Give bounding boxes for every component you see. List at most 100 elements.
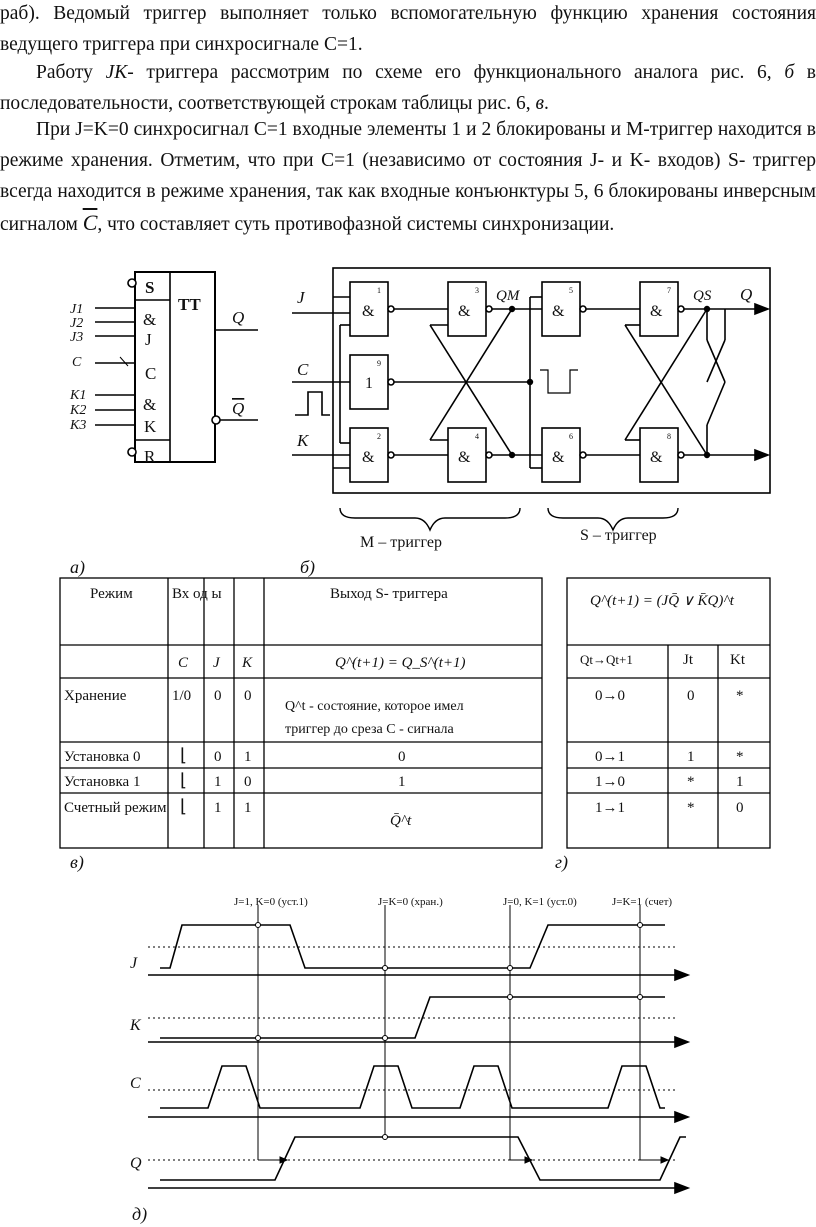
fig-b-caption: б) [300, 557, 315, 578]
fig-a-and2: & [143, 395, 156, 414]
tv-r2-out: 1 [398, 774, 406, 790]
tv-r2-j: 1 [214, 774, 222, 790]
td-ann-2: J=K=0 (хран.) [378, 896, 443, 908]
fig-a-j1: J1 [70, 302, 83, 317]
fig-b-gate8: & [650, 449, 663, 466]
tv-sub-c: C [178, 655, 189, 671]
table-g-caption: г) [555, 852, 568, 873]
tv-r1-k: 1 [244, 749, 252, 765]
fig-b-gate5: & [552, 303, 565, 320]
tv-r3-out: Q̄^t [390, 813, 412, 829]
tv-r0-mode: Хранение [64, 688, 127, 704]
fig-b-num3: 3 [475, 286, 479, 295]
tv-r0-c: 1/0 [172, 688, 191, 704]
fig-a-j: J [145, 330, 152, 349]
fig-d-caption: д) [132, 1204, 147, 1225]
fig-b-j: J [297, 288, 306, 307]
fig-a-k: K [144, 417, 157, 436]
tg-formula: Q^(t+1) = (JQ̄ ∨ K̄Q)^t [590, 593, 735, 609]
fig-b-gate1: & [362, 303, 375, 320]
tg-h-j: Jt [683, 652, 694, 668]
tg-r3-j: * [687, 800, 695, 816]
td-q: Q [130, 1155, 142, 1172]
fig-a-k2: K2 [69, 403, 86, 418]
tg-r2-j: * [687, 774, 695, 790]
tv-r0-out1: Q^t - состояние, которое имел [285, 699, 464, 714]
fig-b-brace-m-label: M – триггер [360, 534, 442, 551]
td-j: J [130, 955, 138, 972]
tv-r2-mode: Установка 1 [64, 774, 140, 790]
fig-b-gate2: & [362, 449, 375, 466]
paragraph-2: Работу JK- триггера рассмотрим по схеме … [0, 62, 816, 114]
tg-r0-t: 0→0 [595, 688, 625, 704]
fig-a-cin: C [72, 355, 82, 370]
tg-r0-k: * [736, 688, 744, 704]
td-k: K [129, 1017, 142, 1034]
fig-b-scheme [292, 267, 771, 532]
fig-b-q: Q [740, 285, 752, 304]
tg-r3-t: 1→1 [595, 800, 625, 816]
fig-a-j2: J2 [70, 316, 83, 331]
fig-a-k1: K1 [69, 388, 86, 403]
tv-r1-j: 0 [214, 749, 222, 765]
fig-b-gate4: & [458, 449, 471, 466]
tv-h-mode: Режим [90, 586, 133, 602]
tv-r2-c: ⌊ [180, 770, 187, 790]
table-v-caption: в) [70, 852, 84, 873]
tv-r0-out2: триггер до среза C - сигнала [285, 722, 455, 737]
fig-a-nq: Q [232, 399, 244, 418]
tg-r2-k: 1 [736, 774, 744, 790]
fig-b-num6: 6 [569, 432, 573, 441]
tv-r1-c: ⌊ [180, 745, 187, 765]
table-v [59, 577, 543, 849]
tg-r3-k: 0 [736, 800, 744, 816]
fig-b-num8: 8 [667, 432, 671, 441]
td-ann-1: J=1, K=0 (уст.1) [234, 896, 308, 908]
fig-b-k: K [296, 431, 310, 450]
fig-b-qm: QM [496, 288, 521, 304]
tv-h-inputs: Вх од ы [172, 586, 222, 602]
td-c: C [130, 1075, 141, 1092]
fig-b-num4: 4 [475, 432, 479, 441]
td-ann-3: J=0, K=1 (уст.0) [503, 896, 577, 908]
fig-a-k3: K3 [69, 418, 86, 433]
fig-b-gate9: 1 [365, 375, 373, 392]
tv-sub-j: J [213, 655, 221, 671]
fig-a-q: Q [232, 308, 244, 327]
fig-b-brace-s-label: S – триггер [580, 527, 657, 544]
fig-b-c: C [297, 360, 309, 379]
tv-r0-k: 0 [244, 688, 252, 704]
tg-h-trans: Qt→Qt+1 [580, 652, 633, 667]
fig-b-num5: 5 [569, 286, 573, 295]
fig-b-num1: 1 [377, 286, 381, 295]
tg-r1-k: * [736, 749, 744, 765]
fig-a-tt: TT [178, 295, 201, 314]
tv-sub-k: K [241, 655, 253, 671]
paragraph-3: При J=K=0 синхросигнал C=1 входные элеме… [0, 119, 816, 235]
tv-r3-mode: Счетный режим [64, 800, 167, 816]
fig-a-caption: а) [70, 557, 85, 578]
fig-b-num2: 2 [377, 432, 381, 441]
tv-r3-k: 1 [244, 800, 252, 816]
td-ann-4: J=K=1 (счет) [612, 896, 672, 908]
fig-a-c: C [145, 364, 156, 383]
tg-h-k: Kt [730, 652, 746, 668]
fig-b-gate6: & [552, 449, 565, 466]
tv-r0-j: 0 [214, 688, 222, 704]
fig-a-j3: J3 [70, 330, 83, 345]
fig-b-gate3: & [458, 303, 471, 320]
tg-r0-j: 0 [687, 688, 695, 704]
tv-h-out: Выход S- триггера [330, 586, 448, 602]
table-g [566, 577, 771, 849]
tv-r3-j: 1 [214, 800, 222, 816]
fig-a-r: R [144, 447, 156, 466]
tv-r1-mode: Установка 0 [64, 749, 140, 765]
tv-r3-c: ⌊ [180, 796, 187, 816]
tv-r2-k: 0 [244, 774, 252, 790]
fig-b-gate7: & [650, 303, 663, 320]
tv-sub-formula: Q^(t+1) = Q_S^(t+1) [335, 655, 466, 671]
tg-r1-t: 0→1 [595, 749, 625, 765]
timing-diagram [148, 905, 691, 1195]
fig-a-s: S [145, 278, 154, 297]
